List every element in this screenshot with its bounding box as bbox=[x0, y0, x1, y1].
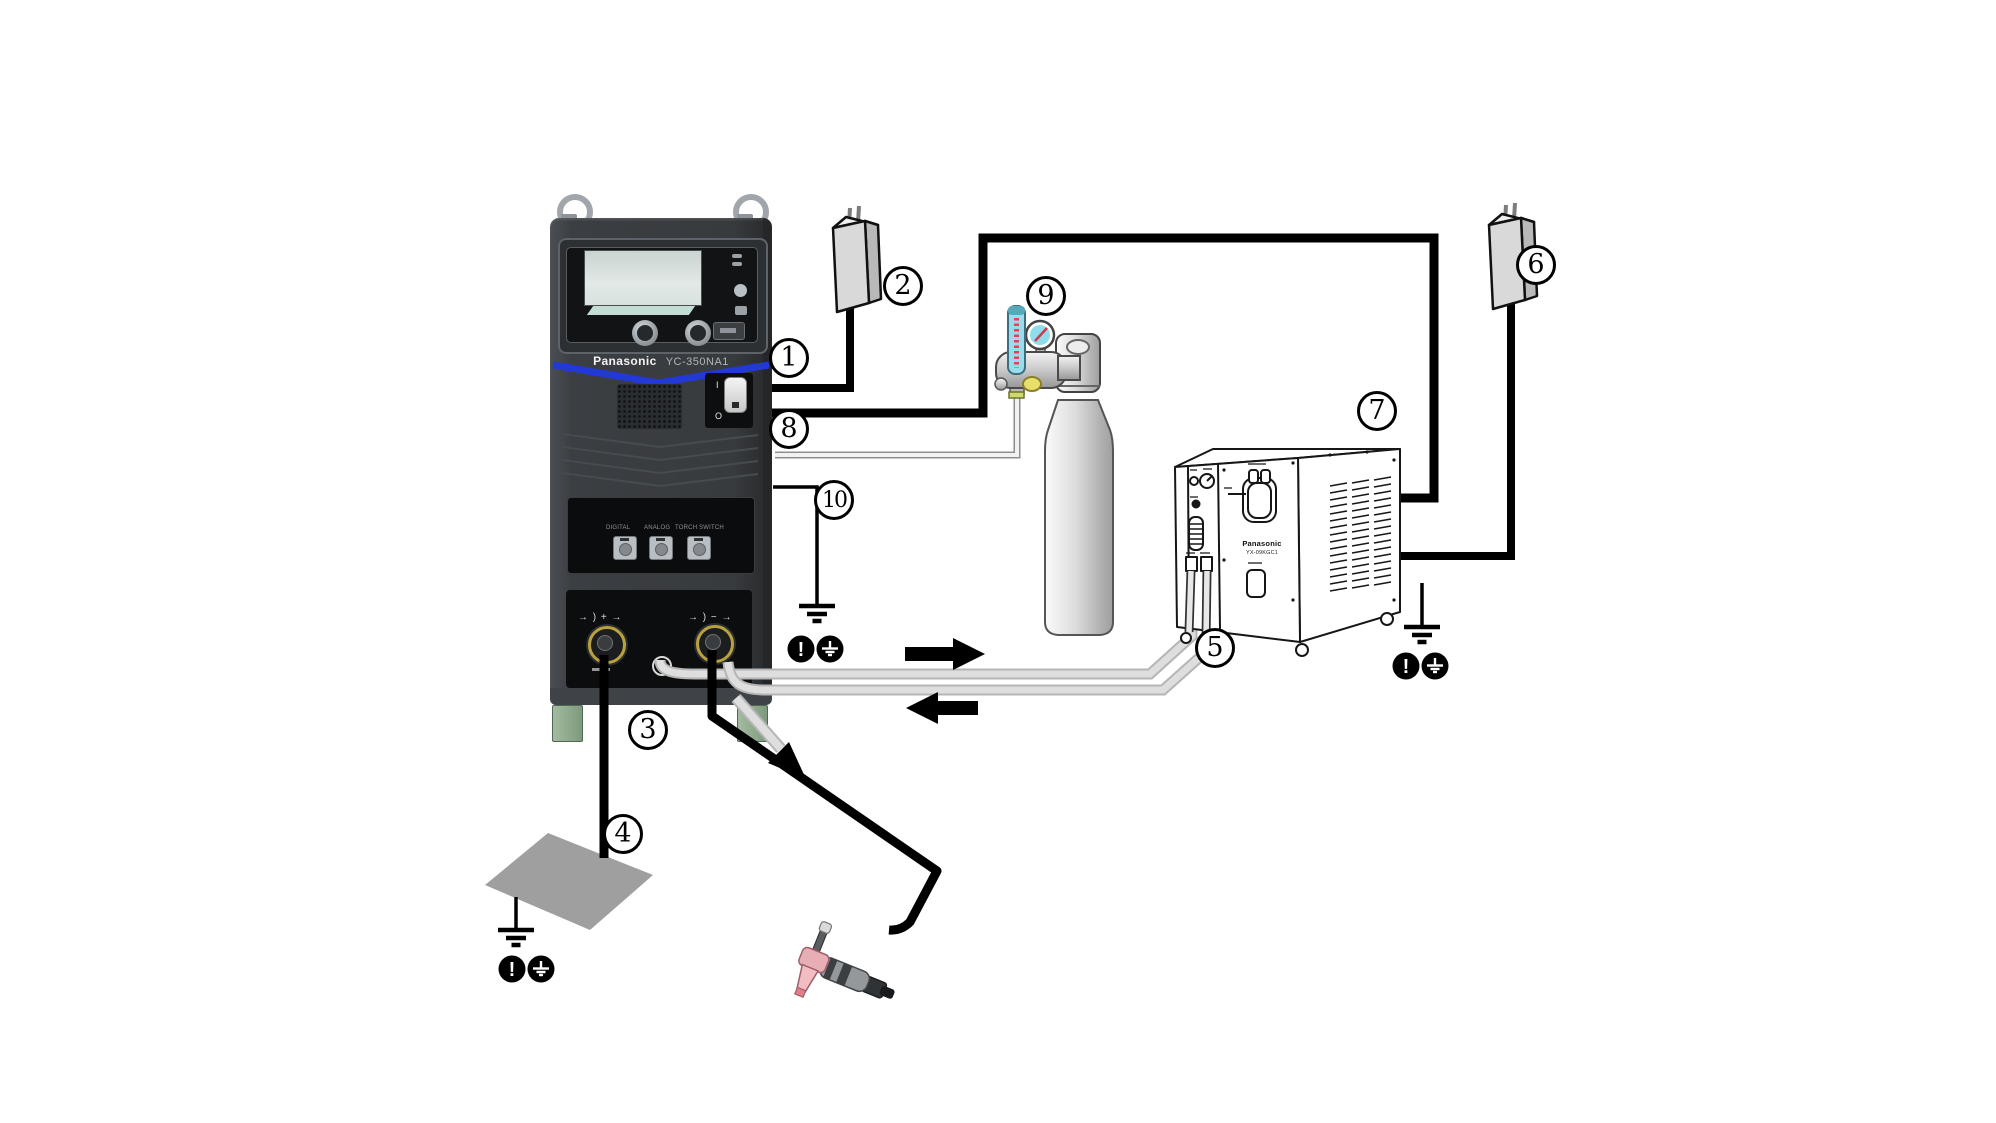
front-memory-connector bbox=[713, 322, 745, 340]
jog-dial-icon bbox=[734, 284, 747, 297]
cooler-breaker-cable bbox=[1401, 303, 1515, 560]
vent-grille bbox=[617, 384, 682, 429]
torch-switch-connector bbox=[687, 536, 711, 560]
connector-label-torch-switch: TORCH SWITCH bbox=[675, 525, 724, 531]
connector-label-digital: DIGITAL bbox=[606, 525, 631, 531]
machine-foot-left bbox=[552, 705, 583, 742]
plus-terminal-marks: → ) + → bbox=[578, 612, 623, 623]
machine-earth-wire bbox=[773, 485, 819, 604]
panel-button-icon bbox=[735, 306, 747, 315]
minus-terminal-marks: → ) − → bbox=[688, 612, 733, 623]
cooler-drain bbox=[1246, 569, 1266, 598]
brand-row: Panasonic YC-350NA1 bbox=[550, 352, 772, 370]
wave-decoration bbox=[561, 433, 759, 488]
panel-indicator-icon bbox=[732, 254, 742, 258]
brand-logo: Panasonic bbox=[593, 354, 657, 368]
power-switch bbox=[724, 377, 747, 413]
cooler-water-inlet bbox=[1200, 556, 1213, 572]
cooler-casters bbox=[1180, 612, 1394, 657]
cooler-louvers bbox=[1329, 476, 1392, 592]
cooler-rivets bbox=[1222, 450, 1396, 602]
control-display-panel bbox=[558, 238, 768, 354]
analog-connector bbox=[649, 536, 673, 560]
water-cooler-unit bbox=[1174, 448, 1401, 657]
cooler-indicator bbox=[1189, 476, 1199, 486]
machine-side-shade bbox=[763, 218, 772, 705]
panel-indicator-icon bbox=[732, 262, 742, 266]
circuit-breaker-box-2 bbox=[831, 205, 883, 314]
torch-power-cable bbox=[707, 650, 942, 935]
flow-arrow-right bbox=[905, 638, 985, 670]
flow-arrow-left bbox=[906, 692, 978, 724]
workpiece-plate bbox=[485, 833, 653, 930]
power-switch-panel: I O bbox=[705, 373, 753, 428]
tig-torch bbox=[794, 921, 895, 999]
signal-connector-panel: DIGITAL ANALOG TORCH SWITCH bbox=[567, 497, 755, 574]
gas-hose bbox=[775, 398, 1021, 459]
cooler-water-outlet bbox=[1185, 556, 1198, 572]
input-power-cable bbox=[772, 305, 854, 392]
cooler-tank-cap bbox=[1228, 469, 1277, 523]
switch-on-label: I bbox=[716, 380, 719, 390]
cooler-power-cable bbox=[772, 233, 1439, 503]
gas-regulator bbox=[994, 305, 1081, 399]
cooler-model-number: YX-09KGC1 bbox=[1245, 550, 1279, 556]
switch-off-label: O bbox=[715, 411, 723, 421]
cooler-micro-labels bbox=[1186, 463, 1266, 564]
blue-accent-stripe bbox=[552, 361, 770, 387]
display-screen bbox=[584, 250, 702, 306]
model-number: YC-350NA1 bbox=[665, 356, 729, 368]
left-adjust-knob bbox=[632, 320, 658, 346]
regulator-knob bbox=[1022, 376, 1042, 392]
water-hose-return bbox=[722, 642, 1216, 696]
connector-label-analog: ANALOG bbox=[644, 525, 671, 531]
circuit-breaker-box-6 bbox=[1487, 202, 1539, 311]
water-hose-supply bbox=[654, 630, 1198, 680]
right-adjust-knob bbox=[685, 320, 711, 346]
digital-connector bbox=[613, 536, 637, 560]
cooler-brand-logo: Panasonic bbox=[1242, 539, 1282, 548]
